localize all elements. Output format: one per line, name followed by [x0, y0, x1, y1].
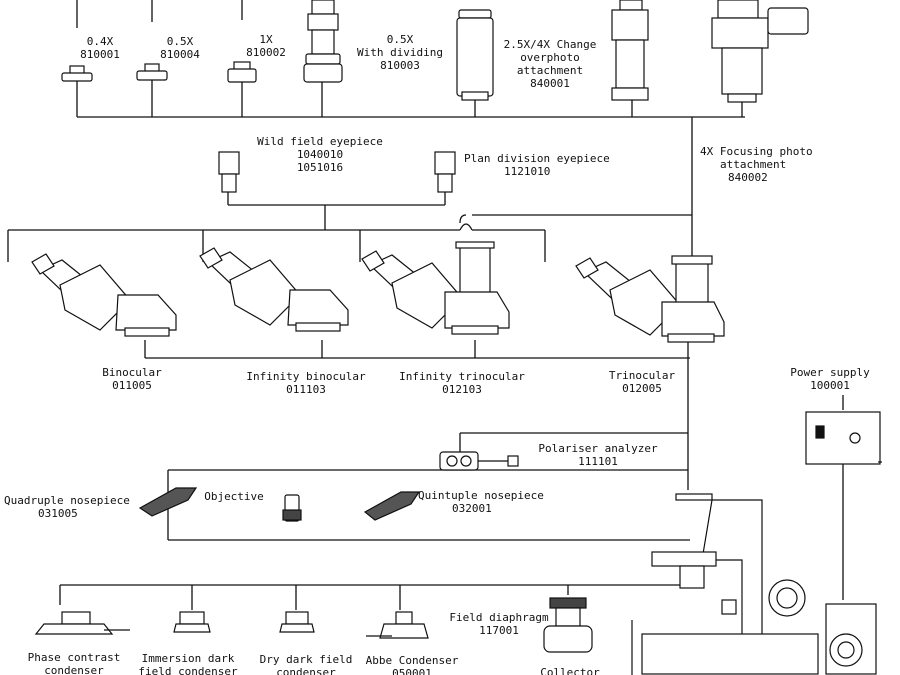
polariser-analyzer-part	[439, 451, 519, 471]
viewing-heads	[31, 241, 725, 343]
microscope-stand	[631, 493, 877, 675]
power-supply-unit	[805, 411, 882, 465]
condensers	[34, 597, 593, 653]
nosepieces	[138, 487, 421, 522]
eyepieces	[218, 151, 456, 193]
camera-adapters	[61, 0, 809, 103]
label-collector: Collector	[540, 666, 600, 675]
label-objective: Objective	[204, 490, 264, 503]
